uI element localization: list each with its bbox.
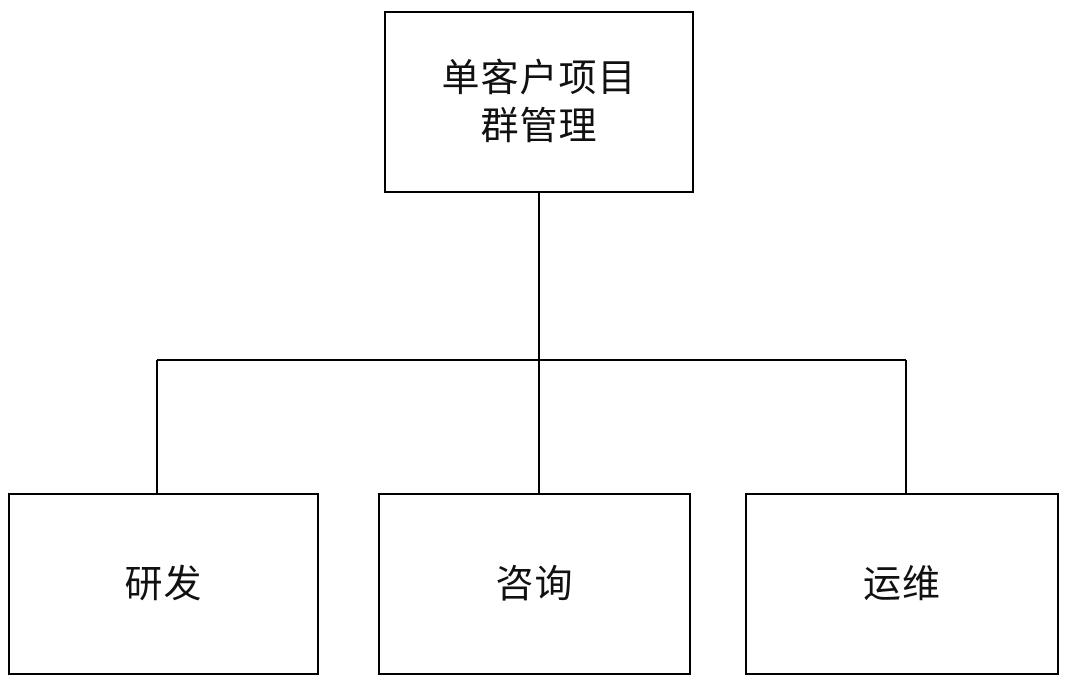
child-node-consult-box: 咨询 [378, 493, 691, 675]
child-node-rd-box: 研发 [8, 493, 319, 675]
child-node-ops-box: 运维 [745, 493, 1059, 675]
root-node-box: 单客户项目 群管理 [384, 11, 694, 193]
child-node-ops-label: 运维 [862, 562, 941, 606]
root-node-label-line-2: 群管理 [480, 104, 598, 148]
root-node-label-line-1: 单客户项目 [441, 56, 637, 100]
child-node-rd-label: 研发 [124, 562, 203, 606]
child-node-consult-label: 咨询 [495, 562, 574, 606]
